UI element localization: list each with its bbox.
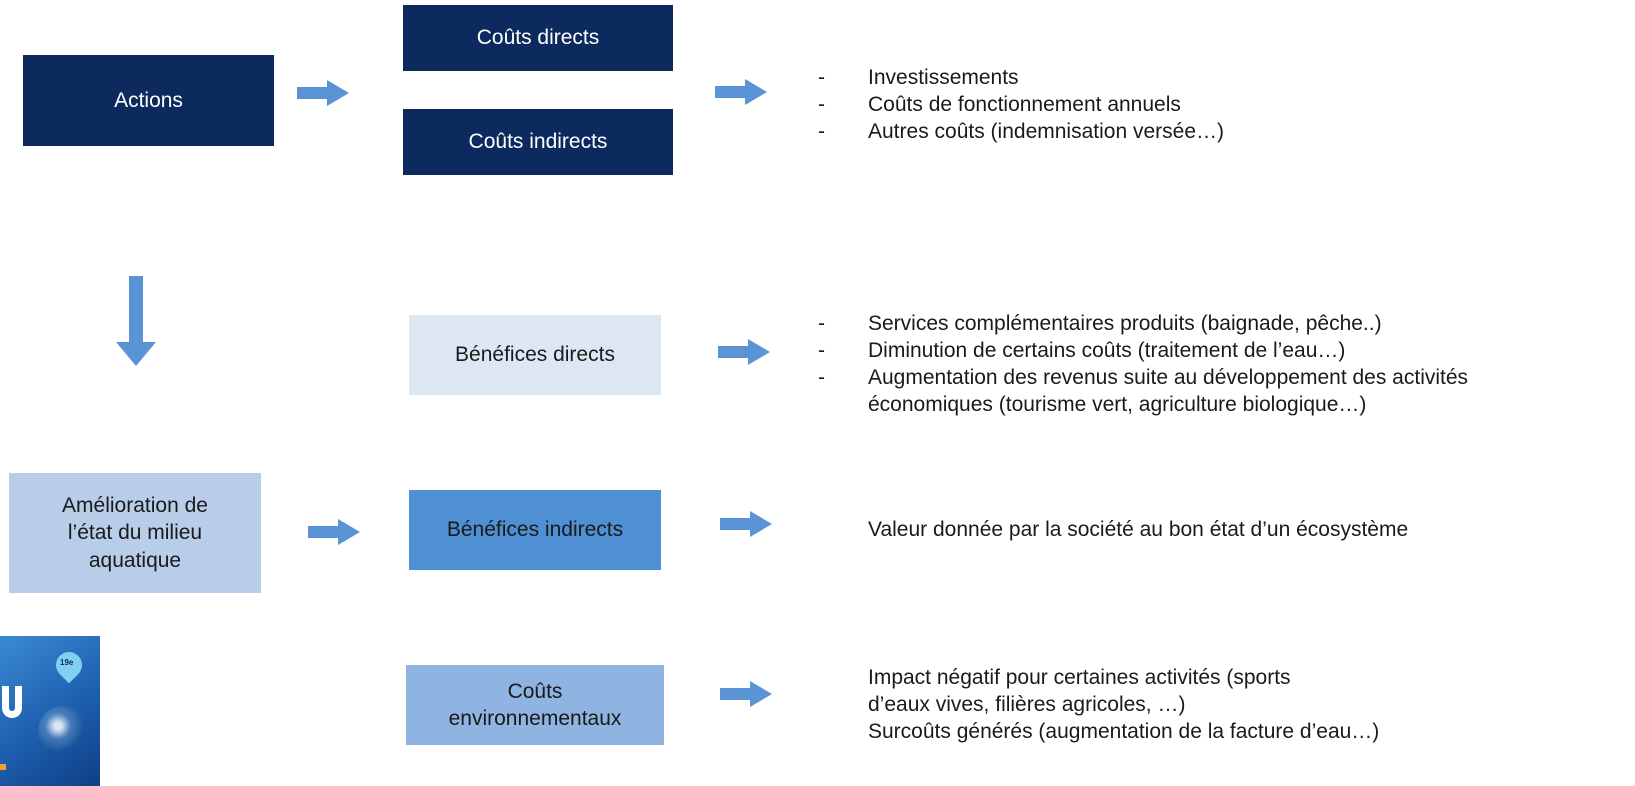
list-item: Investissements [818,64,1338,91]
couts-directs-box: Coûts directs [403,5,673,71]
couts-environnementaux-label: Coûts environnementaux [448,679,622,730]
splash-icon [38,706,88,756]
benefices-directs-label: Bénéfices directs [455,343,615,367]
letter-u-icon [2,686,22,718]
arrow-down-icon [116,276,156,366]
list-item: Services complémentaires produits (baign… [818,310,1628,337]
arrow-right-icon [718,339,770,365]
couts-indirects-label: Coûts indirects [468,130,608,154]
text-line: Surcoûts générés (augmentation de la fac… [868,720,1380,743]
list-item: Augmentation des revenus suite au dévelo… [818,364,1558,418]
benefices-directs-box: Bénéfices directs [409,315,661,395]
arrow-right-icon [720,511,772,537]
couts-directs-label: Coûts directs [476,26,600,50]
arrow-right-icon [715,79,767,105]
arrow-right-icon [720,681,772,707]
list-item: Autres coûts (indemnisation versée…) [818,118,1338,145]
logo-badge: 19e [60,658,74,667]
couts-environnementaux-text: Impact négatif pour certaines activités … [868,664,1380,745]
actions-label: Actions [114,88,183,112]
arrow-right-icon [308,519,360,545]
benefices-directs-list: Services complémentaires produits (baign… [818,310,1628,418]
decorative-mark [0,764,6,770]
actions-box: Actions [23,55,274,146]
benefices-indirects-text: Valeur donnée par la société au bon état… [868,518,1409,541]
benefices-indirects-label: Bénéfices indirects [446,518,624,542]
couts-environnementaux-box: Coûts environnementaux [406,665,664,745]
couts-indirects-box: Coûts indirects [403,109,673,175]
water-splash-logo: 19e [0,636,100,786]
benefices-indirects-box: Bénéfices indirects [409,490,661,570]
amelioration-label: Amélioration de l’état du milieu aquatiq… [62,494,208,572]
text-line: Impact négatif pour certaines activités … [868,666,1291,716]
arrow-right-icon [297,80,349,106]
couts-list: Investissements Coûts de fonctionnement … [818,64,1338,145]
list-item: Diminution de certains coûts (traitement… [818,337,1628,364]
list-item: Coûts de fonctionnement annuels [818,91,1338,118]
amelioration-box: Amélioration de l’état du milieu aquatiq… [9,473,261,593]
